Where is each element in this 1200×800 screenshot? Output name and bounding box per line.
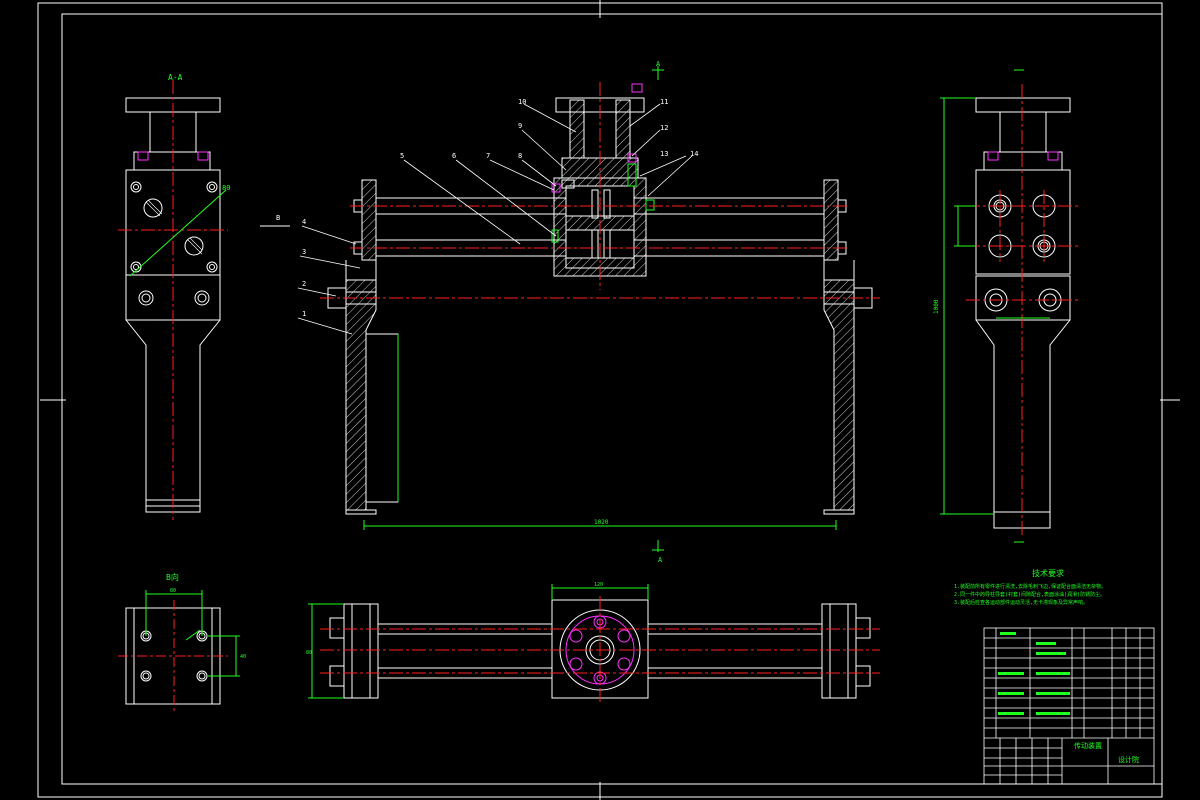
callout-2: 2 — [302, 280, 306, 288]
view-label-b: B向 — [166, 572, 179, 582]
right-hardware — [987, 151, 1059, 161]
view-label-a-left: A-A — [168, 73, 183, 82]
drawing-frame — [37, 0, 1180, 800]
callout-12: 12 — [660, 124, 668, 132]
callout-1: 1 — [302, 310, 306, 318]
section-mark-bottom: A — [658, 556, 663, 564]
b-view-centerlines — [118, 600, 228, 712]
front-centerlines — [320, 82, 880, 299]
right-centerlines — [966, 84, 1078, 536]
callout-4: 4 — [302, 218, 306, 226]
callout-8: 8 — [518, 152, 522, 160]
callout-14: 14 — [690, 150, 698, 158]
callout-6: 6 — [452, 152, 456, 160]
title-drawing-name: 传动装置 — [1074, 741, 1102, 750]
tech-req-line-2: 2.同一件中的导柱导套(衬套)间隙配合,表面涂油(润滑)防锈防尘。 — [954, 591, 1105, 598]
tech-req-line-3: 3.装配后检查各运动部件运动灵活,无卡滞现象及异常声响。 — [954, 599, 1088, 606]
right-dims — [940, 69, 1050, 543]
left-side-view — [118, 80, 228, 520]
dim-b-height: 40 — [240, 654, 246, 660]
section-mark-top: A — [656, 60, 661, 68]
callout-leaders — [297, 103, 693, 335]
callout-10: 10 — [518, 98, 526, 106]
bottom-centerlines — [320, 596, 880, 704]
arrow-b-label: B — [276, 214, 280, 222]
callout-5: 5 — [400, 152, 404, 160]
right-side-view — [975, 97, 1071, 529]
bom-green-cells — [998, 632, 1070, 715]
callout-7: 7 — [486, 152, 490, 160]
callout-13: 13 — [660, 150, 668, 158]
front-dims — [260, 66, 837, 552]
callout-9: 9 — [518, 122, 522, 130]
bottom-dims — [308, 584, 649, 699]
callout-numbers: 1 2 3 4 5 6 7 8 9 10 11 12 13 14 — [302, 98, 698, 318]
title-block — [983, 627, 1155, 785]
dim-right-total: 1000 — [933, 299, 940, 314]
dim-overall-width: 1020 — [594, 519, 609, 526]
dim-bottom-top: 120 — [594, 582, 603, 588]
dim-diagonal: 80 — [222, 184, 230, 192]
tech-req-line-1: 1.装配前所有零件进行清洗,去除毛刺飞边,保证配合面清洁无杂物。 — [954, 583, 1106, 590]
tech-req-title: 技术要求 — [1032, 568, 1064, 578]
callout-3: 3 — [302, 248, 306, 256]
bottom-plan-view — [329, 599, 871, 699]
front-hardware — [551, 83, 643, 193]
dim-bottom-height: 80 — [306, 650, 312, 656]
b-view-dims — [145, 590, 240, 677]
title-company: 设计院 — [1118, 755, 1139, 764]
dim-b-width: 80 — [170, 588, 176, 594]
callout-11: 11 — [660, 98, 668, 106]
